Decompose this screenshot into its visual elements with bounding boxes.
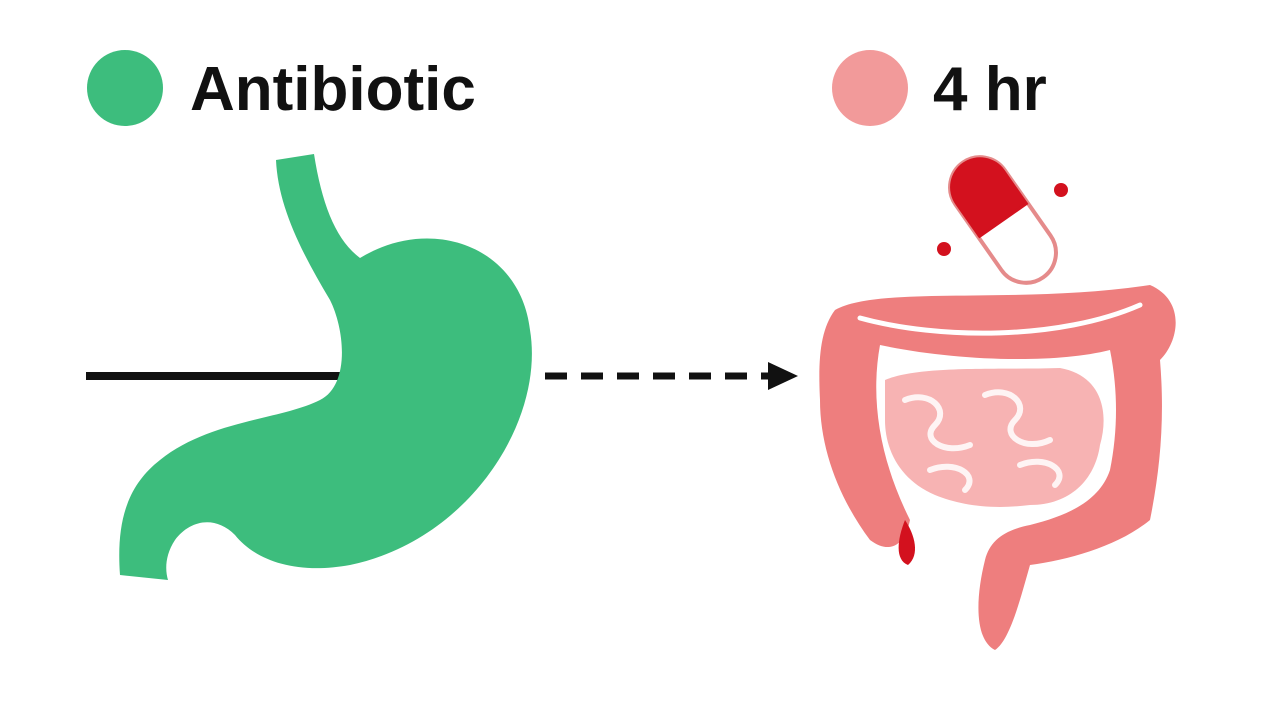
capsule-dot-right <box>1054 183 1068 197</box>
intestine-icon <box>819 285 1176 650</box>
legend-antibiotic-label: Antibiotic <box>190 55 476 124</box>
dashed-arrow-icon <box>545 362 798 390</box>
legend-antibiotic: Antibiotic <box>87 50 476 126</box>
capsule-icon <box>948 155 1058 285</box>
legend-time-dot <box>832 50 908 126</box>
stomach-icon <box>119 154 532 580</box>
legend-time: 4 hr <box>832 50 1047 126</box>
legend-antibiotic-dot <box>87 50 163 126</box>
capsule-dot-left <box>937 242 951 256</box>
legend-time-label: 4 hr <box>933 55 1047 124</box>
